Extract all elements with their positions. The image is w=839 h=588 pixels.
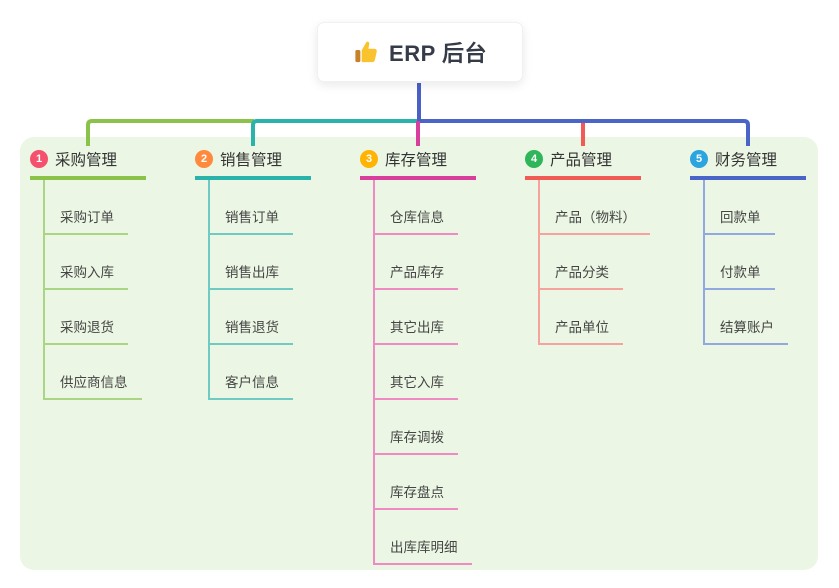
branch-index-badge: 4: [525, 150, 543, 168]
child-label: 销售订单: [210, 206, 293, 235]
branch-label: 销售管理: [220, 152, 283, 169]
child-node[interactable]: 结算账户: [705, 290, 806, 345]
child-label: 采购入库: [45, 261, 128, 290]
branch-column-3: 3 库存管理 仓库信息 产品库存 其它出库 其它入库 库存调拨 库存盘点 出库库…: [360, 148, 476, 565]
child-label: 采购退货: [45, 316, 128, 345]
child-node[interactable]: 回款单: [705, 180, 806, 235]
child-node[interactable]: 产品（物料）: [540, 180, 650, 235]
child-label: 结算账户: [705, 316, 788, 345]
branch-node[interactable]: 1 采购管理: [30, 148, 146, 180]
branch-node[interactable]: 3 库存管理: [360, 148, 476, 180]
child-node[interactable]: 采购订单: [45, 180, 146, 235]
thumbs-up-icon: [355, 41, 377, 63]
child-node[interactable]: 仓库信息: [375, 180, 476, 235]
branch-index-badge: 3: [360, 150, 378, 168]
child-label: 产品分类: [540, 261, 623, 290]
child-node[interactable]: 库存盘点: [375, 455, 476, 510]
branch-label: 财务管理: [715, 152, 778, 169]
child-label: 回款单: [705, 206, 775, 235]
child-label: 产品（物料）: [540, 206, 650, 235]
branch-index-badge: 1: [30, 150, 48, 168]
child-label: 仓库信息: [375, 206, 458, 235]
branch-node[interactable]: 4 产品管理: [525, 148, 641, 180]
branch-children: 销售订单 销售出库 销售退货 客户信息: [208, 180, 311, 400]
child-node[interactable]: 销售订单: [210, 180, 311, 235]
child-node[interactable]: 产品分类: [540, 235, 641, 290]
branch-label: 采购管理: [55, 152, 118, 169]
child-label: 销售出库: [210, 261, 293, 290]
child-node[interactable]: 供应商信息: [45, 345, 146, 400]
child-label: 供应商信息: [45, 371, 142, 400]
child-label: 采购订单: [45, 206, 128, 235]
branch-index-badge: 5: [690, 150, 708, 168]
child-node[interactable]: 库存调拨: [375, 400, 476, 455]
child-label: 产品单位: [540, 316, 623, 345]
branch-label: 产品管理: [550, 152, 613, 169]
child-label: 其它出库: [375, 316, 458, 345]
branches-panel: [20, 137, 818, 570]
child-node[interactable]: 出库库明细: [375, 510, 476, 565]
child-node[interactable]: 其它入库: [375, 345, 476, 400]
branch-column-2: 2 销售管理 销售订单 销售出库 销售退货 客户信息: [195, 148, 311, 400]
child-node[interactable]: 销售出库: [210, 235, 311, 290]
branch-children: 产品（物料） 产品分类 产品单位: [538, 180, 650, 345]
child-node[interactable]: 产品库存: [375, 235, 476, 290]
child-node[interactable]: 产品单位: [540, 290, 641, 345]
child-label: 其它入库: [375, 371, 458, 400]
branch-children: 回款单 付款单 结算账户: [703, 180, 806, 345]
branch-column-1: 1 采购管理 采购订单 采购入库 采购退货 供应商信息: [30, 148, 146, 400]
root-title: ERP 后台: [389, 41, 487, 66]
child-node[interactable]: 其它出库: [375, 290, 476, 345]
child-label: 出库库明细: [375, 536, 472, 565]
branch-index-badge: 2: [195, 150, 213, 168]
branch-node[interactable]: 5 财务管理: [690, 148, 806, 180]
child-label: 库存盘点: [375, 481, 458, 510]
branch-children: 仓库信息 产品库存 其它出库 其它入库 库存调拨 库存盘点 出库库明细: [373, 180, 476, 565]
root-node-erp[interactable]: ERP 后台: [317, 22, 523, 82]
branch-label: 库存管理: [385, 152, 448, 169]
child-label: 库存调拨: [375, 426, 458, 455]
branch-column-4: 4 产品管理 产品（物料） 产品分类 产品单位: [525, 148, 650, 345]
child-label: 产品库存: [375, 261, 458, 290]
child-label: 销售退货: [210, 316, 293, 345]
child-node[interactable]: 采购退货: [45, 290, 146, 345]
branch-children: 采购订单 采购入库 采购退货 供应商信息: [43, 180, 146, 400]
child-label: 客户信息: [210, 371, 293, 400]
branch-column-5: 5 财务管理 回款单 付款单 结算账户: [690, 148, 806, 345]
child-node[interactable]: 采购入库: [45, 235, 146, 290]
branch-node[interactable]: 2 销售管理: [195, 148, 311, 180]
child-node[interactable]: 销售退货: [210, 290, 311, 345]
child-node[interactable]: 付款单: [705, 235, 806, 290]
child-node[interactable]: 客户信息: [210, 345, 311, 400]
child-label: 付款单: [705, 261, 775, 290]
